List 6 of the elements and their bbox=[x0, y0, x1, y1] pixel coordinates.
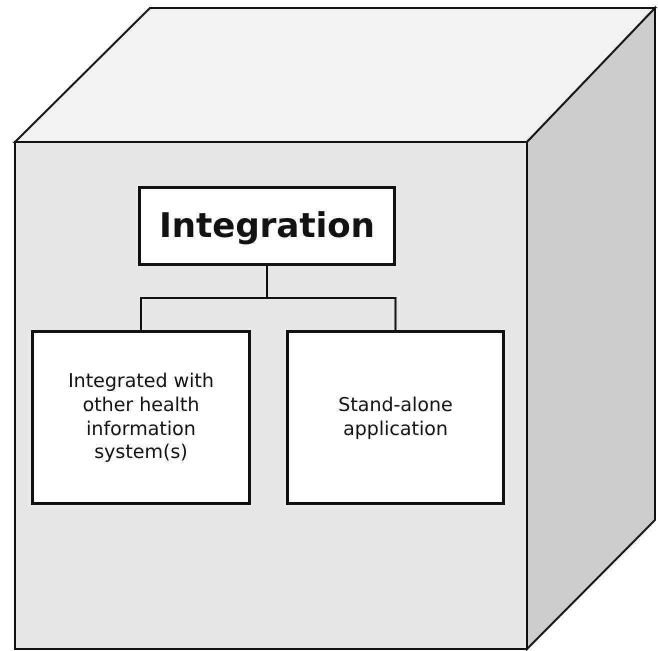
category-box bbox=[286, 330, 505, 505]
node-label: Integration bbox=[159, 204, 375, 248]
node-label: Integrated with other health information system(s) bbox=[67, 370, 215, 465]
category-box bbox=[31, 330, 251, 505]
heading-box bbox=[138, 186, 396, 266]
node-label: Stand-alone application bbox=[337, 394, 454, 442]
